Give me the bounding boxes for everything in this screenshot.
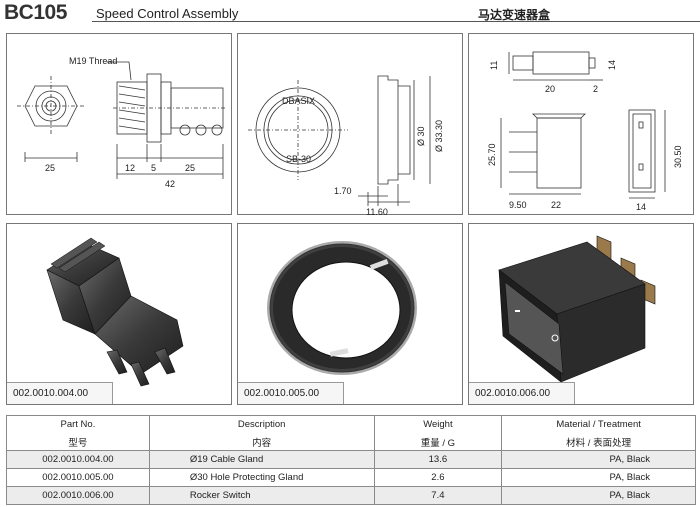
- col-header-weight: Weight: [373, 415, 503, 433]
- dim-w2: 2: [593, 84, 598, 94]
- dim-width: 25: [45, 163, 55, 173]
- brand-mark: DBASIX: [282, 96, 315, 106]
- photo-part-number: 002.0010.005.00: [244, 388, 320, 399]
- dim-total: 42: [165, 179, 175, 189]
- drawing-hole-gland: DBASIX SB-30 Ø 30 Ø 33.30 1.70 11.60: [237, 33, 463, 216]
- photo-part-number: 002.0010.006.00: [475, 388, 551, 399]
- part-label-box: [238, 382, 344, 404]
- photo-rocker-switch: 002.0010.006.00: [468, 223, 694, 405]
- dim-w1: 20: [545, 84, 555, 94]
- cell-weight: 2.6: [373, 468, 503, 487]
- photo-cable-gland: 002.0010.004.00: [6, 223, 232, 405]
- dim-lip: 1.70: [334, 186, 352, 196]
- hole-gland-photo: [267, 241, 417, 375]
- header-rule: [92, 21, 700, 22]
- photo-hole-gland: 002.0010.005.00: [237, 223, 463, 405]
- product-code: BC105: [4, 1, 67, 24]
- table-row: 002.0010.004.00 Ø19 Cable Gland 13.6 PA,…: [6, 450, 696, 469]
- cell-description: Ø30 Hole Protecting Gland: [148, 468, 375, 487]
- rocker-switch-drawing: [500, 51, 666, 199]
- cell-part: 002.0010.005.00: [6, 468, 150, 487]
- cell-part: 002.0010.006.00: [6, 486, 150, 505]
- cable-gland-photo: [46, 237, 184, 387]
- cable-gland-dim-labels: M19 Thread 25 12 5 25 42: [45, 56, 195, 189]
- dim-front-h: 30.50: [673, 145, 683, 168]
- drawing-cable-gland: M19 Thread 25 12 5 25 42: [6, 33, 232, 215]
- model-mark: SB-30: [286, 154, 311, 164]
- dim-b1: 9.50: [509, 200, 527, 210]
- col-header-weight-cn: 重量 / G: [373, 433, 503, 451]
- col-header-description-cn: 内容: [148, 433, 375, 451]
- dim-front-w: 14: [636, 202, 646, 212]
- cell-part: 002.0010.004.00: [6, 450, 150, 469]
- col-header-description: Description: [148, 415, 375, 433]
- header-row-en: Part No. Description Weight Material / T…: [6, 415, 696, 433]
- cell-description: Rocker Switch: [148, 486, 375, 505]
- part-label-box: [7, 382, 113, 404]
- drawing-rocker-switch: 11 14 20 2 25.70 30.50 9.50 22 14: [468, 33, 694, 215]
- rocker-switch-dim-labels: 11 14 20 2 25.70 30.50 9.50 22 14: [487, 60, 683, 212]
- table-row: 002.0010.006.00 Rocker Switch 7.4 PA, Bl…: [6, 486, 696, 505]
- part-label-box: [469, 382, 575, 404]
- dim-inner: Ø 30: [416, 126, 426, 146]
- dim-depth: 11.60: [366, 207, 388, 216]
- dim-outer: Ø 33.30: [434, 120, 444, 152]
- thread-label: M19 Thread: [69, 56, 117, 66]
- dim-side: 25.70: [487, 143, 497, 166]
- rocker-switch-photo: [498, 235, 656, 383]
- col-header-material-cn: 材料 / 表面处理: [501, 433, 696, 451]
- col-header-part: Part No.: [6, 415, 150, 433]
- spec-table: Part No. Description Weight Material / T…: [6, 415, 696, 505]
- cell-weight: 13.6: [373, 450, 503, 469]
- page-title-cn: 马达变速器盒: [477, 8, 550, 22]
- dim-c: 25: [185, 163, 195, 173]
- cell-weight: 7.4: [373, 486, 503, 505]
- col-header-part-cn: 型号: [6, 433, 150, 451]
- table-row: 002.0010.005.00 Ø30 Hole Protecting Glan…: [6, 468, 696, 487]
- cell-description: Ø19 Cable Gland: [148, 450, 375, 469]
- photo-part-number: 002.0010.004.00: [13, 388, 89, 399]
- dim-a: 12: [125, 163, 135, 173]
- dim-h1: 11: [489, 61, 499, 70]
- hole-gland-drawing: [248, 75, 431, 206]
- dim-b: 5: [151, 163, 156, 173]
- page-title: Speed Control Assembly: [96, 6, 239, 21]
- header-row-cn: 型号 内容 重量 / G 材料 / 表面处理: [6, 433, 696, 451]
- cell-material: PA, Black: [501, 468, 696, 487]
- dim-b2: 22: [551, 200, 561, 210]
- hole-gland-dim-labels: DBASIX SB-30 Ø 30 Ø 33.30 1.70 11.60: [282, 96, 444, 216]
- dim-h2: 14: [607, 60, 617, 70]
- cell-material: PA, Black: [501, 450, 696, 469]
- col-header-material: Material / Treatment: [501, 415, 696, 433]
- page-header: BC105 Speed Control Assembly 马达变速器盒: [0, 0, 700, 24]
- cable-gland-drawing: [17, 61, 227, 179]
- cell-material: PA, Black: [501, 486, 696, 505]
